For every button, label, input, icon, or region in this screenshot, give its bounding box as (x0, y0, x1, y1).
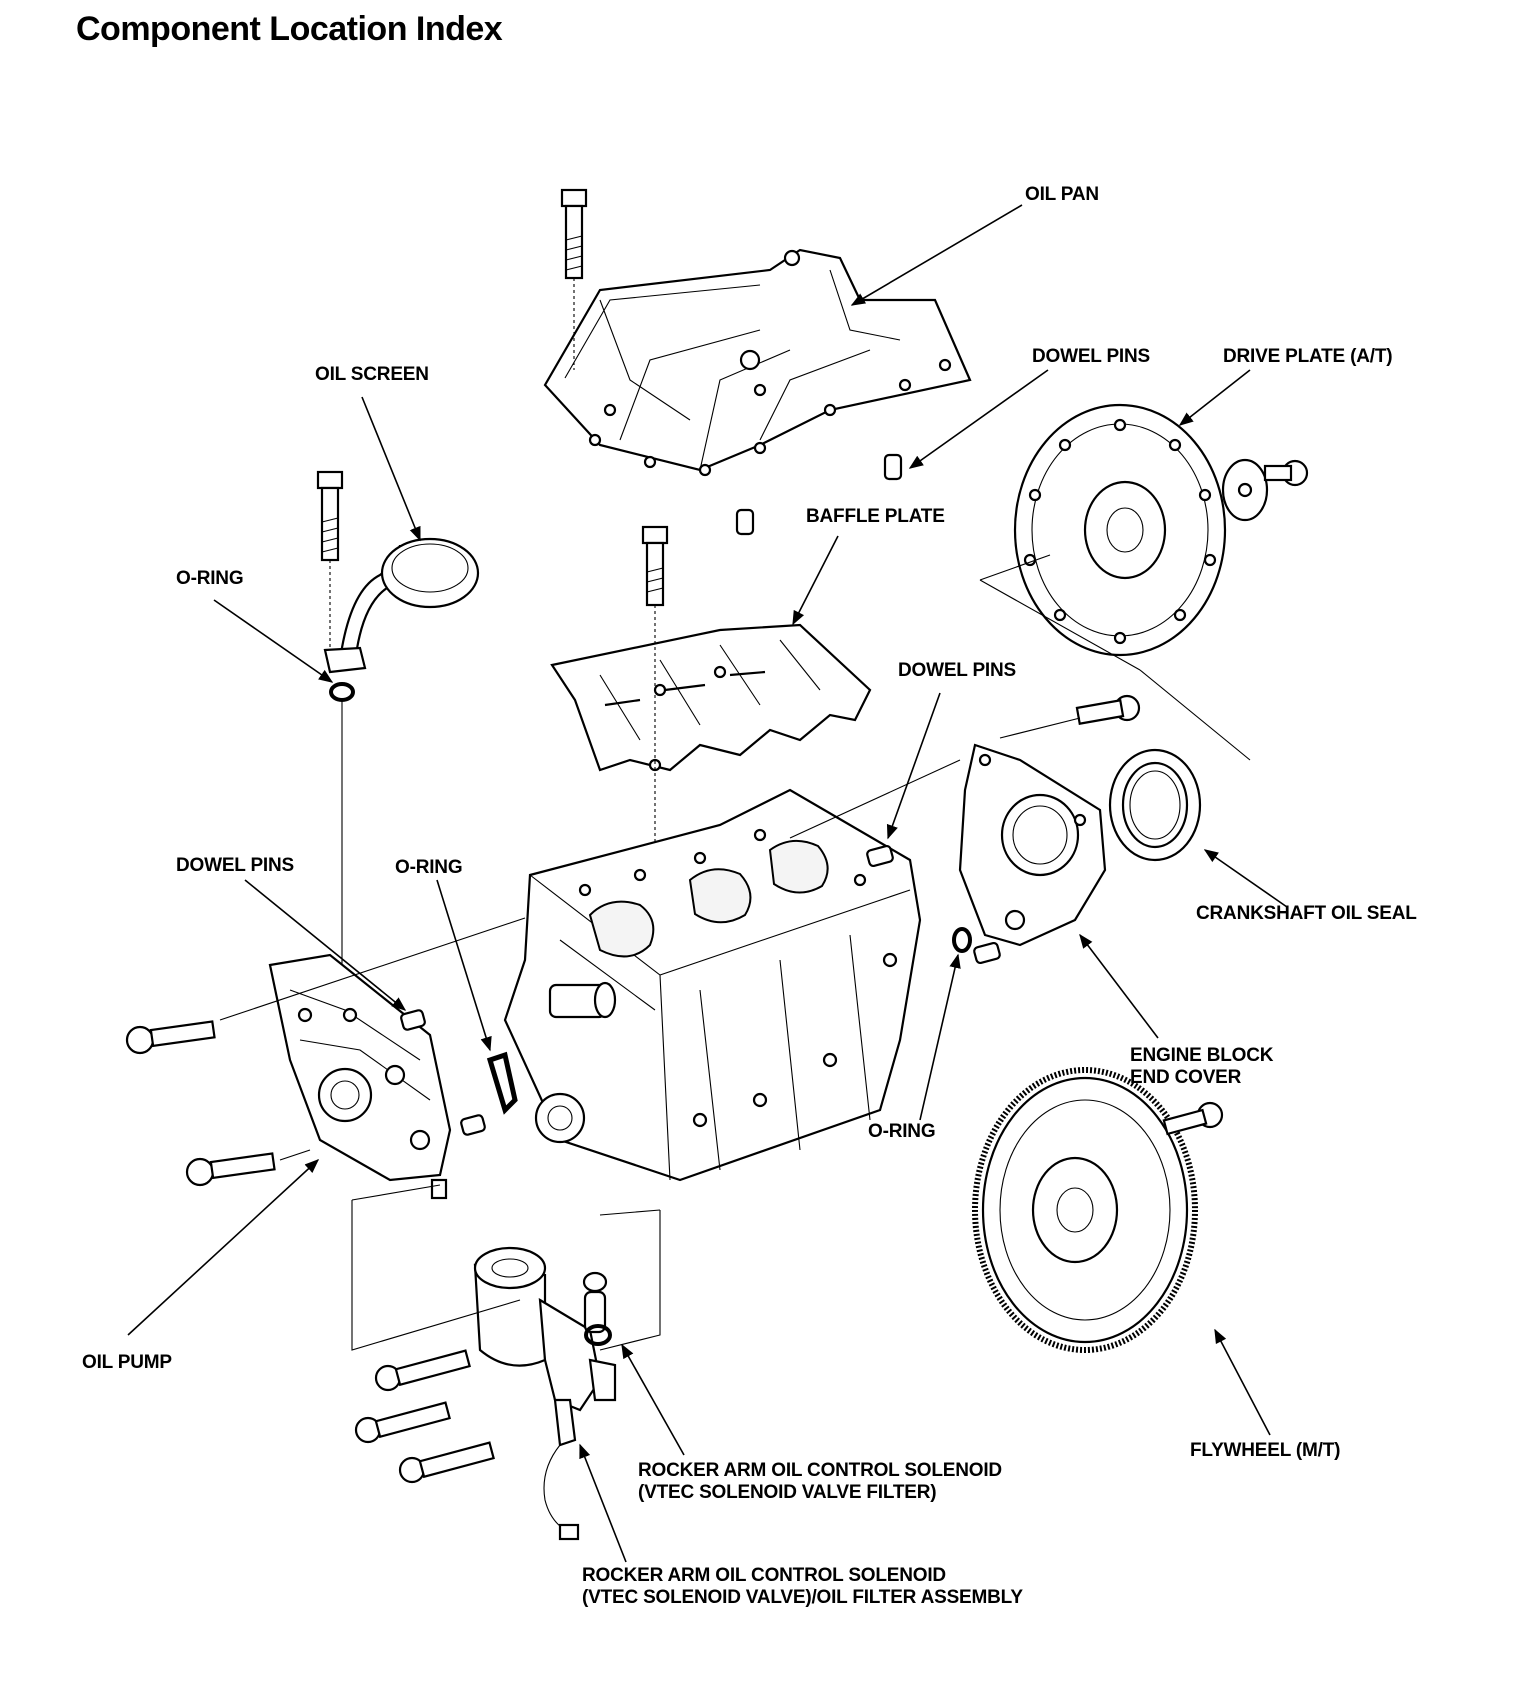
crankshaft-oil-seal (1108, 748, 1202, 862)
oil-filter-bolts (354, 1349, 495, 1484)
oil-filter-assembly (473, 1246, 617, 1541)
label-dowel-pins-pan: DOWEL PINS (1032, 346, 1150, 367)
end-cover-bolt (999, 694, 1141, 739)
label-crankshaft-oil-seal: CRANKSHAFT OIL SEAL (1196, 903, 1417, 924)
label-engine-block-end-cover: ENGINE BLOCK END COVER (1130, 1045, 1274, 1088)
baffle-plate (550, 623, 872, 772)
label-flywheel: FLYWHEEL (M/T) (1190, 1440, 1341, 1461)
leader-lines (127, 204, 1288, 1563)
label-drive-plate: DRIVE PLATE (A/T) (1223, 346, 1393, 367)
flywheel (972, 1067, 1198, 1353)
drive-plate-washer (1221, 458, 1309, 522)
oil-pump-dowel-pins (400, 1009, 486, 1136)
alignment-guide-lines (979, 554, 1251, 761)
oil-screen (323, 537, 480, 674)
oil-pump-o-ring (486, 1051, 518, 1115)
solenoid-valve-filter (582, 1271, 612, 1346)
oil-pump-guide-box (351, 1184, 661, 1351)
page-title: Component Location Index (76, 10, 503, 48)
label-oil-pump: OIL PUMP (82, 1352, 172, 1373)
label-o-ring-cover: O-RING (868, 1121, 936, 1142)
label-oil-pan: OIL PAN (1025, 184, 1099, 205)
label-dowel-pins-cover: DOWEL PINS (898, 660, 1016, 681)
engine-block (503, 788, 922, 1182)
end-cover-o-ring (952, 927, 972, 953)
engine-block-end-cover (789, 743, 1107, 947)
oil-screen-o-ring (329, 682, 355, 702)
label-oil-screen: OIL SCREEN (315, 364, 429, 385)
label-o-ring-pump: O-RING (395, 857, 463, 878)
label-solenoid-oil-filter-assembly: ROCKER ARM OIL CONTROL SOLENOID (VTEC SO… (582, 1565, 1023, 1608)
flywheel-bolt (1162, 1101, 1224, 1136)
oil-pan-bolt (560, 188, 588, 370)
label-o-ring-screen: O-RING (176, 568, 244, 589)
label-solenoid-valve-filter: ROCKER ARM OIL CONTROL SOLENOID (VTEC SO… (638, 1460, 1002, 1503)
end-cover-dowel-pins (866, 844, 1001, 965)
oil-pan-dowel-pins (735, 453, 903, 536)
label-dowel-pins-pump: DOWEL PINS (176, 855, 294, 876)
baffle-plate-bolt (641, 525, 669, 970)
oil-pump (268, 953, 452, 1200)
oil-pump-bolts (125, 917, 526, 1187)
oil-pan (543, 248, 972, 477)
label-baffle-plate: BAFFLE PLATE (806, 506, 945, 527)
